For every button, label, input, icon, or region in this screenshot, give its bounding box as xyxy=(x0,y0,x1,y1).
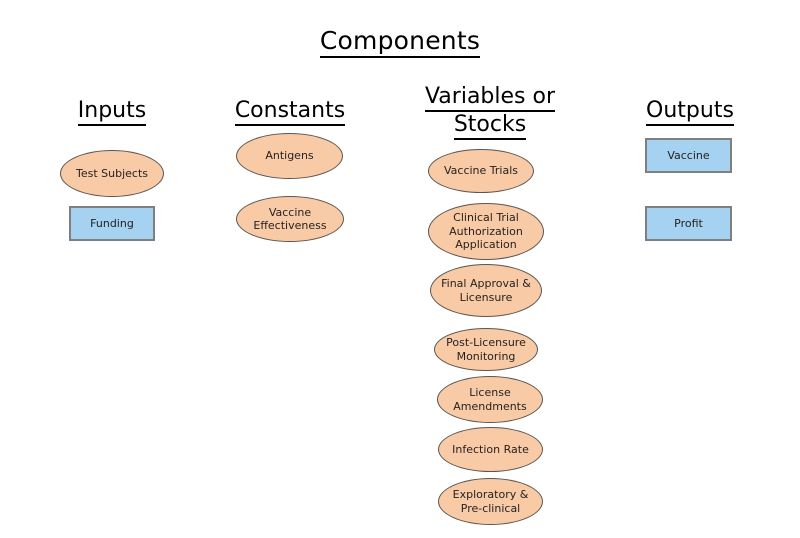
node-funding[interactable]: Funding xyxy=(69,206,155,241)
node-antigens[interactable]: Antigens xyxy=(236,133,343,179)
node-label: Final Approval &Licensure xyxy=(441,277,531,304)
node-profit[interactable]: Profit xyxy=(645,206,732,241)
node-infection-rate[interactable]: Infection Rate xyxy=(438,427,543,472)
node-test-subjects[interactable]: Test Subjects xyxy=(60,150,164,197)
column-header-inputs: Inputs xyxy=(47,98,177,126)
page-title: Components xyxy=(0,26,800,58)
page-title-text: Components xyxy=(319,27,481,58)
column-header-constants: Constants xyxy=(225,98,355,126)
node-label: Exploratory &Pre-clinical xyxy=(452,488,529,515)
node-final-approval-licensure[interactable]: Final Approval &Licensure xyxy=(430,264,542,317)
node-label: Test Subjects xyxy=(75,166,148,180)
column-header-variables-or-stocks: Variables or Stocks xyxy=(405,84,575,140)
node-vaccine[interactable]: Vaccine xyxy=(645,138,732,173)
node-label: Antigens xyxy=(265,149,314,163)
node-vaccine-trials[interactable]: Vaccine Trials xyxy=(428,149,534,193)
node-label: Funding xyxy=(90,216,134,230)
node-label: Vaccine Trials xyxy=(443,164,518,178)
column-header-outputs: Outputs xyxy=(625,98,755,126)
node-label: Infection Rate xyxy=(452,442,529,456)
node-exploratory-pre-clinical[interactable]: Exploratory &Pre-clinical xyxy=(438,478,543,525)
node-label: Profit xyxy=(674,216,703,230)
node-label: Vaccine xyxy=(667,148,710,162)
